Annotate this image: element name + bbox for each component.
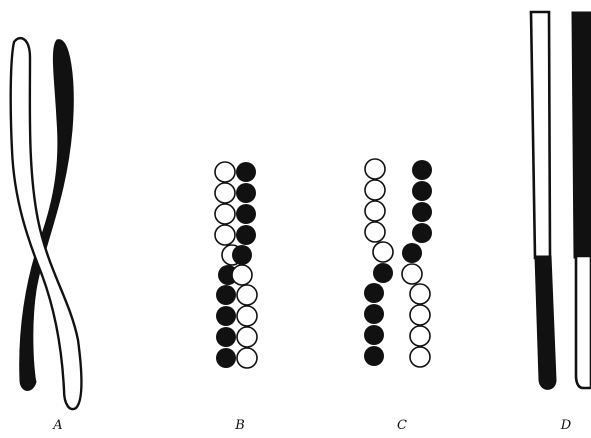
bead	[237, 306, 257, 326]
bead	[402, 264, 422, 284]
panel-d-right-black-segment	[572, 12, 591, 258]
panel-label-d: D	[561, 418, 571, 433]
bead	[364, 304, 384, 324]
panel-c-white-lower	[402, 264, 430, 367]
panel-label-a: A	[53, 418, 62, 433]
bead	[216, 306, 236, 326]
bead	[365, 180, 385, 200]
bead	[236, 183, 256, 203]
bead	[373, 263, 393, 283]
bead	[237, 285, 257, 305]
panel-d-left-black-segment	[535, 256, 556, 389]
panel-a-chromatids	[11, 38, 82, 409]
bead	[216, 285, 236, 305]
bead	[232, 265, 252, 285]
bead	[236, 162, 256, 182]
bead	[237, 348, 257, 368]
bead	[364, 325, 384, 345]
panel-c-white-upper	[365, 159, 393, 262]
bead	[412, 181, 432, 201]
bead	[365, 222, 385, 242]
bead	[236, 204, 256, 224]
bead	[365, 201, 385, 221]
bead	[410, 284, 430, 304]
panel-d-chromatids	[531, 12, 591, 389]
panel-label-b: B	[235, 418, 245, 433]
bead	[215, 204, 235, 224]
bead	[216, 327, 236, 347]
bead	[410, 326, 430, 346]
bead	[215, 162, 235, 182]
bead	[364, 283, 384, 303]
panel-d-right-white-segment	[576, 256, 591, 388]
bead	[373, 242, 393, 262]
bead	[364, 346, 384, 366]
bead	[237, 327, 257, 347]
bead	[412, 160, 432, 180]
panel-c-black-upper	[402, 160, 432, 263]
bead	[412, 202, 432, 222]
panel-c-black-lower	[364, 263, 393, 366]
panel-b-bead-chains	[215, 162, 257, 368]
bead	[215, 225, 235, 245]
panel-c-bead-chains	[364, 159, 432, 367]
bead	[402, 243, 422, 263]
bead	[216, 348, 236, 368]
bead	[232, 245, 252, 265]
bead	[215, 183, 235, 203]
bead	[410, 347, 430, 367]
bead	[365, 159, 385, 179]
bead	[412, 223, 432, 243]
bead	[410, 305, 430, 325]
panel-d-left-white-segment	[531, 12, 550, 258]
panel-label-c: C	[397, 418, 407, 433]
bead	[236, 225, 256, 245]
